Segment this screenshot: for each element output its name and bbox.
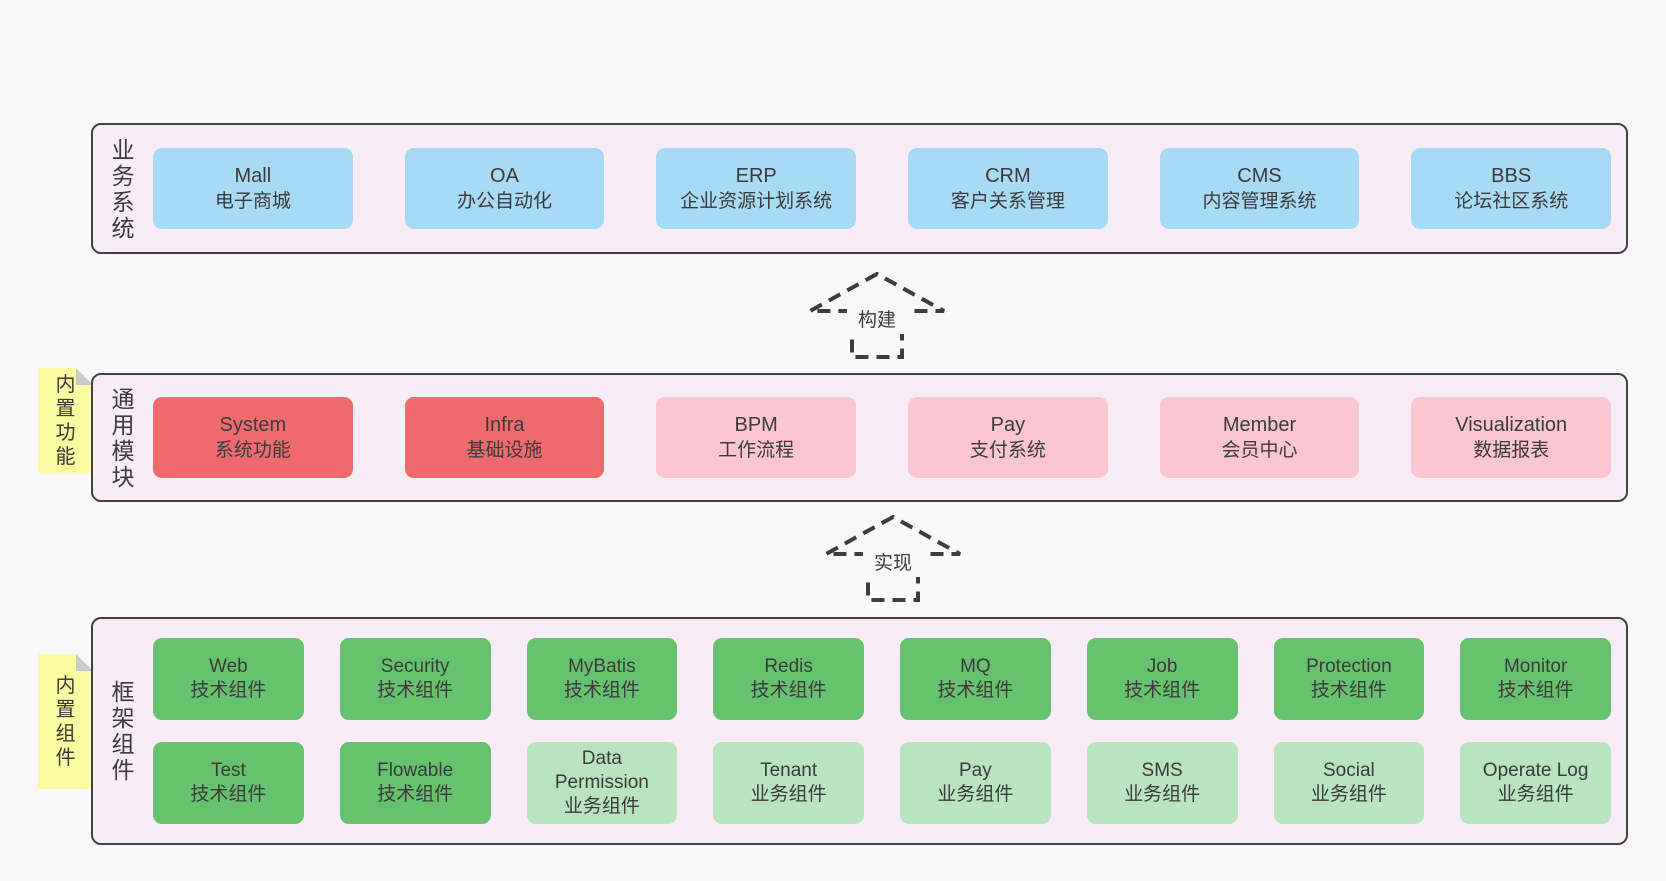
box-system: System 系统功能 (153, 397, 353, 478)
layer-framework-components: 框架组件 Web 技术组件 Security 技术组件 MyBatis 技术组件… (91, 617, 1628, 845)
box-oa: OA 办公自动化 (404, 148, 605, 229)
box-crm: CRM 客户关系管理 (908, 148, 1108, 229)
sticky-note-built-in-features: 内置功能 (38, 368, 93, 473)
layer-business-systems: 业务系统 Mall 电子商城 OA 办公自动化 ERP 企业资源计划系统 CRM… (91, 123, 1628, 254)
box-bpm: BPM 工作流程 (656, 397, 857, 478)
box-job: Job 技术组件 (1086, 638, 1238, 720)
layer-label-column: 业务系统 (93, 125, 153, 252)
sticky-note-label: 内置功能 (55, 373, 76, 468)
sticky-note-built-in-components: 内置组件 (38, 654, 93, 789)
box-pay-component: Pay 业务组件 (900, 742, 1051, 824)
business-box-row: Mall 电子商城 OA 办公自动化 ERP 企业资源计划系统 CRM 客户关系… (153, 125, 1626, 252)
box-test: Test 技术组件 (153, 742, 304, 824)
implement-arrow-label: 实现 (874, 552, 912, 574)
box-bbs: BBS 论坛社区系统 (1411, 148, 1612, 229)
box-monitor: Monitor 技术组件 (1460, 638, 1611, 720)
box-pay-module: Pay 支付系统 (908, 397, 1108, 478)
box-visualization: Visualization 数据报表 (1411, 397, 1612, 478)
layer-label-column: 框架组件 (93, 619, 153, 843)
box-flowable: Flowable 技术组件 (339, 742, 491, 824)
box-mybatis: MyBatis 技术组件 (526, 638, 678, 720)
build-arrow-label: 构建 (858, 309, 896, 331)
box-web: Web 技术组件 (153, 638, 304, 720)
box-social: Social 业务组件 (1273, 742, 1425, 824)
modules-box-row: System 系统功能 Infra 基础设施 BPM 工作流程 Pay 支付系统… (153, 375, 1626, 500)
layer-label: 业务系统 (111, 136, 135, 241)
box-security: Security 技术组件 (339, 638, 491, 720)
box-tenant: Tenant 业务组件 (713, 742, 864, 824)
layer-label: 框架组件 (111, 679, 135, 783)
box-infra: Infra 基础设施 (404, 397, 605, 478)
layer-label: 通用模块 (111, 385, 135, 490)
sticky-note-label: 内置组件 (55, 674, 76, 769)
components-box-grid: Web 技术组件 Security 技术组件 MyBatis 技术组件 Redi… (153, 619, 1626, 843)
box-mq: MQ 技术组件 (900, 638, 1051, 720)
box-mall: Mall 电子商城 (153, 148, 353, 229)
box-member: Member 会员中心 (1159, 397, 1360, 478)
box-cms: CMS 内容管理系统 (1159, 148, 1360, 229)
implement-arrow-icon: 实现 (825, 515, 961, 602)
build-arrow-icon: 构建 (809, 272, 945, 359)
layer-label-column: 通用模块 (93, 375, 153, 500)
box-data-permission: Data Permission 业务组件 (526, 742, 678, 824)
box-protection: Protection 技术组件 (1273, 638, 1425, 720)
box-sms: SMS 业务组件 (1086, 742, 1238, 824)
box-operate-log: Operate Log 业务组件 (1460, 742, 1611, 824)
box-redis: Redis 技术组件 (713, 638, 864, 720)
layer-common-modules: 通用模块 System 系统功能 Infra 基础设施 BPM 工作流程 Pay… (91, 373, 1628, 502)
box-erp: ERP 企业资源计划系统 (656, 148, 857, 229)
